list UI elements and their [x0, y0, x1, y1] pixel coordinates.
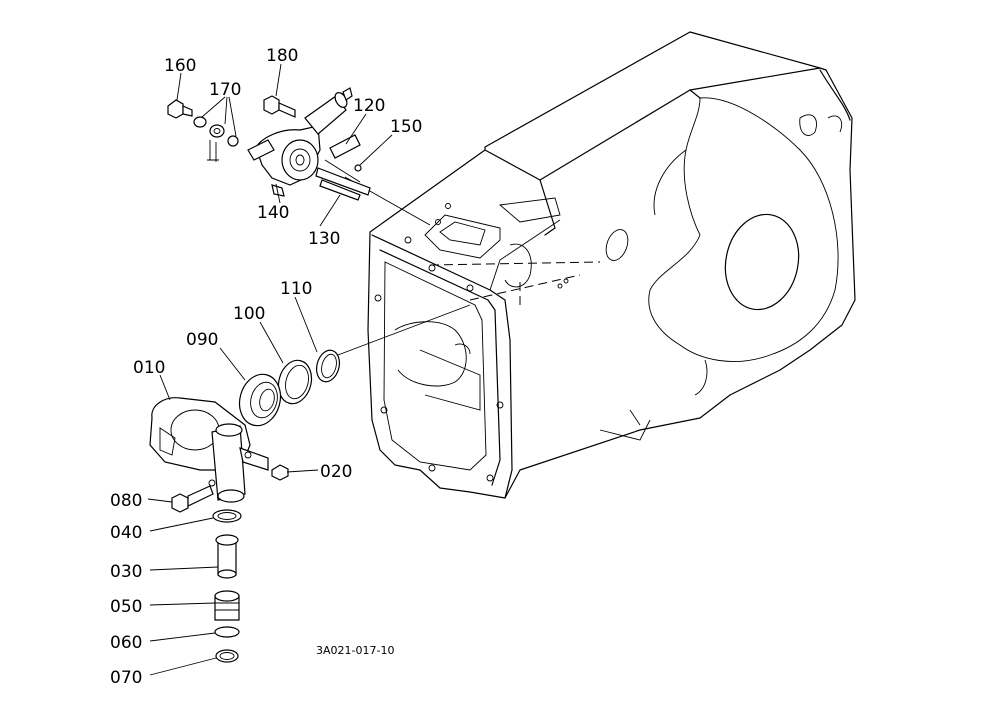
label-150: 150	[390, 117, 422, 137]
label-110: 110	[280, 279, 312, 299]
label-100: 100	[233, 304, 265, 324]
shift-lever-assembly	[167, 87, 371, 201]
seal-and-bearing-parts	[238, 349, 341, 427]
transmission-housing	[367, 31, 856, 499]
leader-lines	[147, 63, 393, 676]
label-040: 040	[110, 523, 142, 543]
label-140: 140	[257, 203, 289, 223]
label-070: 070	[110, 668, 142, 688]
label-020: 020	[320, 462, 352, 482]
release-hub-housing	[149, 397, 269, 503]
label-050: 050	[110, 597, 142, 617]
part-labels: 160 170 180 120 150 140 130 110 100 090 …	[110, 46, 422, 688]
label-180: 180	[266, 46, 298, 66]
label-060: 060	[110, 633, 142, 653]
label-030: 030	[110, 562, 142, 582]
label-130: 130	[308, 229, 340, 249]
label-120: 120	[353, 96, 385, 116]
label-160: 160	[164, 56, 196, 76]
part-080-bolt	[171, 485, 214, 513]
label-010: 010	[133, 358, 165, 378]
label-170: 170	[209, 80, 241, 100]
part-020-plug	[271, 464, 289, 481]
label-080: 080	[110, 491, 142, 511]
drawing-code: 3A021-017-10	[316, 644, 394, 657]
label-090: 090	[186, 330, 218, 350]
lower-parts-stack	[212, 509, 242, 663]
